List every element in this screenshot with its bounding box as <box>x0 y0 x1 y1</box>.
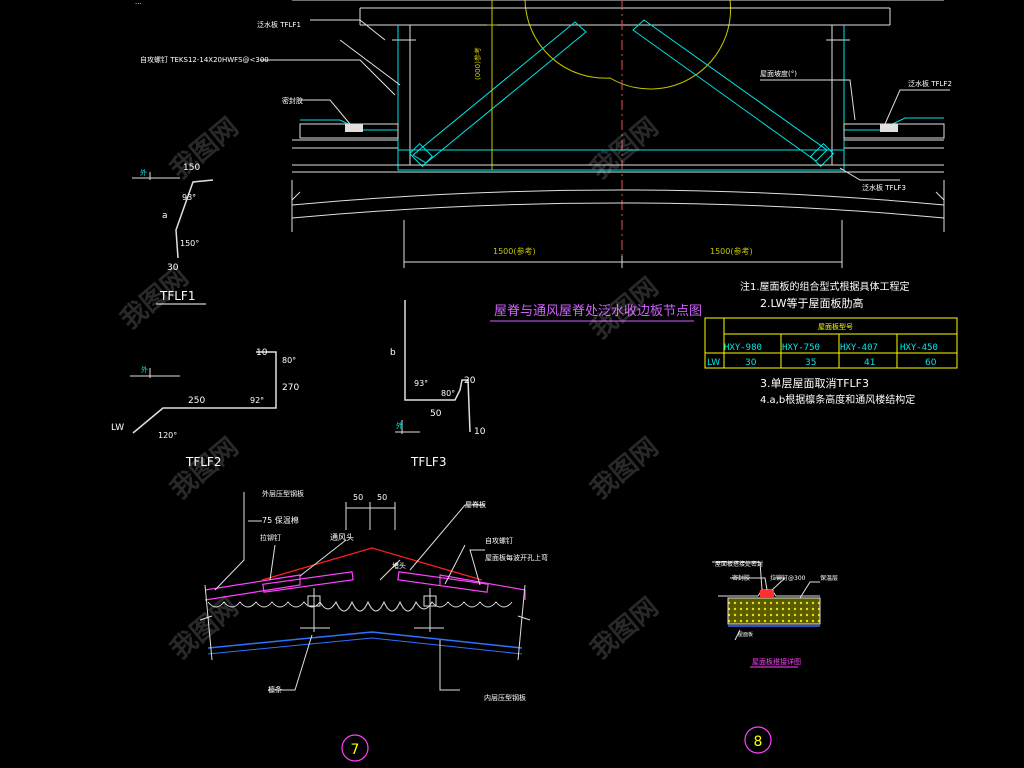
tflf3-angle-93: 93° <box>414 379 428 388</box>
tflf2-dim-10: 10 <box>256 348 268 358</box>
d7-label-ridge: 屋脊板 <box>465 500 486 509</box>
d7-label-sealed: 屋面板每波开孔上弯 <box>485 553 548 562</box>
tflf1-dim-bottom: 30 <box>167 263 179 273</box>
cut-label: ... <box>135 0 142 6</box>
type-0: HXY-980 <box>724 343 762 353</box>
d8-label-b: 密封胶 <box>732 574 750 582</box>
watermark: 我图网 <box>585 432 664 505</box>
detail-7: 外层压型钢板 75 保温棉 50 50 屋脊板 自攻螺钉 通风头 拉铆钉 堵头 … <box>199 489 548 762</box>
tflf1-profile: 外 150 93° a 150° 30 TFLF1 <box>132 163 214 305</box>
dim-right: 1500(参考) <box>710 246 753 256</box>
tflf2-title: TFLF2 <box>185 455 221 469</box>
tflf2-profile: 外 10 80° 270 92° 250 LW 120° TFLF2 <box>111 348 299 469</box>
tflf3-angle-80: 80° <box>441 389 455 398</box>
d7-label-insul: 75 保温棉 <box>262 515 299 525</box>
tflf3-dim-10: 10 <box>474 427 486 437</box>
lw-table <box>704 317 958 369</box>
d7-label-outer: 外层压型钢板 <box>262 489 304 498</box>
type-2: HXY-407 <box>840 343 878 353</box>
note-line-2: 2.LW等于屋面板肋高 <box>760 296 864 310</box>
d8-number: 8 <box>754 734 763 750</box>
d7-dim-50a: 50 <box>353 493 363 502</box>
tflf2-angle-80: 80° <box>282 356 296 365</box>
tflf1-angle-1: 93° <box>182 193 196 202</box>
tflf2-mark: 外 <box>141 365 148 374</box>
watermark: 我图网 <box>165 592 244 665</box>
type-3: HXY-450 <box>900 343 938 353</box>
watermark: 我图网 <box>165 432 244 505</box>
tflf2-dim-lw: LW <box>111 423 124 433</box>
flashing-label-3: 泛水板 TFLF3 <box>862 183 906 192</box>
dim-left: 1500(参考) <box>493 246 536 256</box>
d7-label-stitch: 拉铆钉 <box>260 533 281 542</box>
d7-label-inner: 内层压型钢板 <box>484 693 526 702</box>
d8-label-d: 保温层 <box>820 574 838 582</box>
tflf3-profile: 外 b 93° 20 80° 50 10 TFLF3 <box>390 300 486 469</box>
lw-value-2: 41 <box>864 358 875 368</box>
d8-label-a: 屋面板搭接处密封 <box>715 560 763 568</box>
table-header: 屋面板型号 <box>818 322 853 331</box>
tflf1-dim-top: 150 <box>183 163 200 173</box>
d7-label-cap: 通风头 <box>330 532 354 542</box>
d7-label-rivet: 堵头 <box>392 561 406 570</box>
d7-label-screw: 自攻螺钉 <box>485 536 513 545</box>
d8-label-c: 拉铆钉@300 <box>770 574 806 582</box>
detail-title: 屋脊与通风屋脊处泛水收边板节点图 <box>494 304 702 319</box>
tflf3-dim-b: b <box>390 348 396 358</box>
d7-number-circle <box>341 734 369 762</box>
d7-number: 7 <box>351 742 360 758</box>
tflf1-mark: 外 <box>140 168 147 177</box>
tflf1-dim-mid: a <box>162 211 168 221</box>
angle-label: 屋面坡度(°) <box>760 69 797 78</box>
tflf3-title: TFLF3 <box>410 455 446 469</box>
watermark: 我图网 <box>585 592 664 665</box>
notes-block: 注1.屋面板的组合型式根据具体工程定 2.LW等于屋面板肋高 屋面板型号 HXY… <box>704 280 958 406</box>
tflf3-dim-50: 50 <box>430 409 442 419</box>
tflf2-dim-250: 250 <box>188 396 205 406</box>
type-1: HXY-750 <box>782 343 820 353</box>
watermark: 我图网 <box>165 112 244 185</box>
lw-value-3: 60 <box>925 358 937 368</box>
tflf1-angle-2: 150° <box>180 239 199 248</box>
tflf3-dim-20: 20 <box>464 376 476 386</box>
note-line-3: 3.单层屋面取消TFLF3 <box>760 376 869 390</box>
watermark: 我图网 <box>585 112 664 185</box>
watermarks: 我图网 我图网 我图网 我图网 我图网 我图网 我图网 我图网 <box>115 112 664 665</box>
flashing-label-1: 泛水板 TFLF1 <box>257 20 301 29</box>
row-label-lw: LW <box>707 358 720 368</box>
lw-value-1: 35 <box>805 358 816 368</box>
height-label: (000)参考 <box>473 47 482 80</box>
ridge-elevation: (000)参考 <box>135 0 952 268</box>
d7-label-purlin: 檩条 <box>268 685 282 694</box>
sealant-label: 密封胶 <box>282 96 303 105</box>
tflf2-angle-120: 120° <box>158 431 177 440</box>
d8-title: 屋面板搭接详图 <box>752 657 801 666</box>
tflf3-mark: 外 <box>396 421 403 430</box>
d8-label-e: 屋面板 <box>738 631 753 638</box>
lw-value-0: 30 <box>745 358 757 368</box>
tflf2-angle-92: 92° <box>250 396 264 405</box>
d8-number-circle <box>744 726 772 754</box>
flashing-label-2: 泛水板 TFLF2 <box>908 79 952 88</box>
d7-dim-50b: 50 <box>377 493 387 502</box>
note-line-4: 4.a,b根据檩条高度和通风楼结构定 <box>760 393 915 406</box>
note-line-1: 注1.屋面板的组合型式根据具体工程定 <box>740 280 910 293</box>
screw-note: 自攻螺钉 TEKS12-14X20HWFS@<300 <box>140 55 269 64</box>
tflf1-title: TFLF1 <box>159 289 195 303</box>
tflf2-dim-270: 270 <box>282 383 299 393</box>
detail-8: 屋面板搭接处密封 密封胶 拉铆钉@300 保温层 屋面板 屋面板搭接详图 8 <box>712 560 838 754</box>
